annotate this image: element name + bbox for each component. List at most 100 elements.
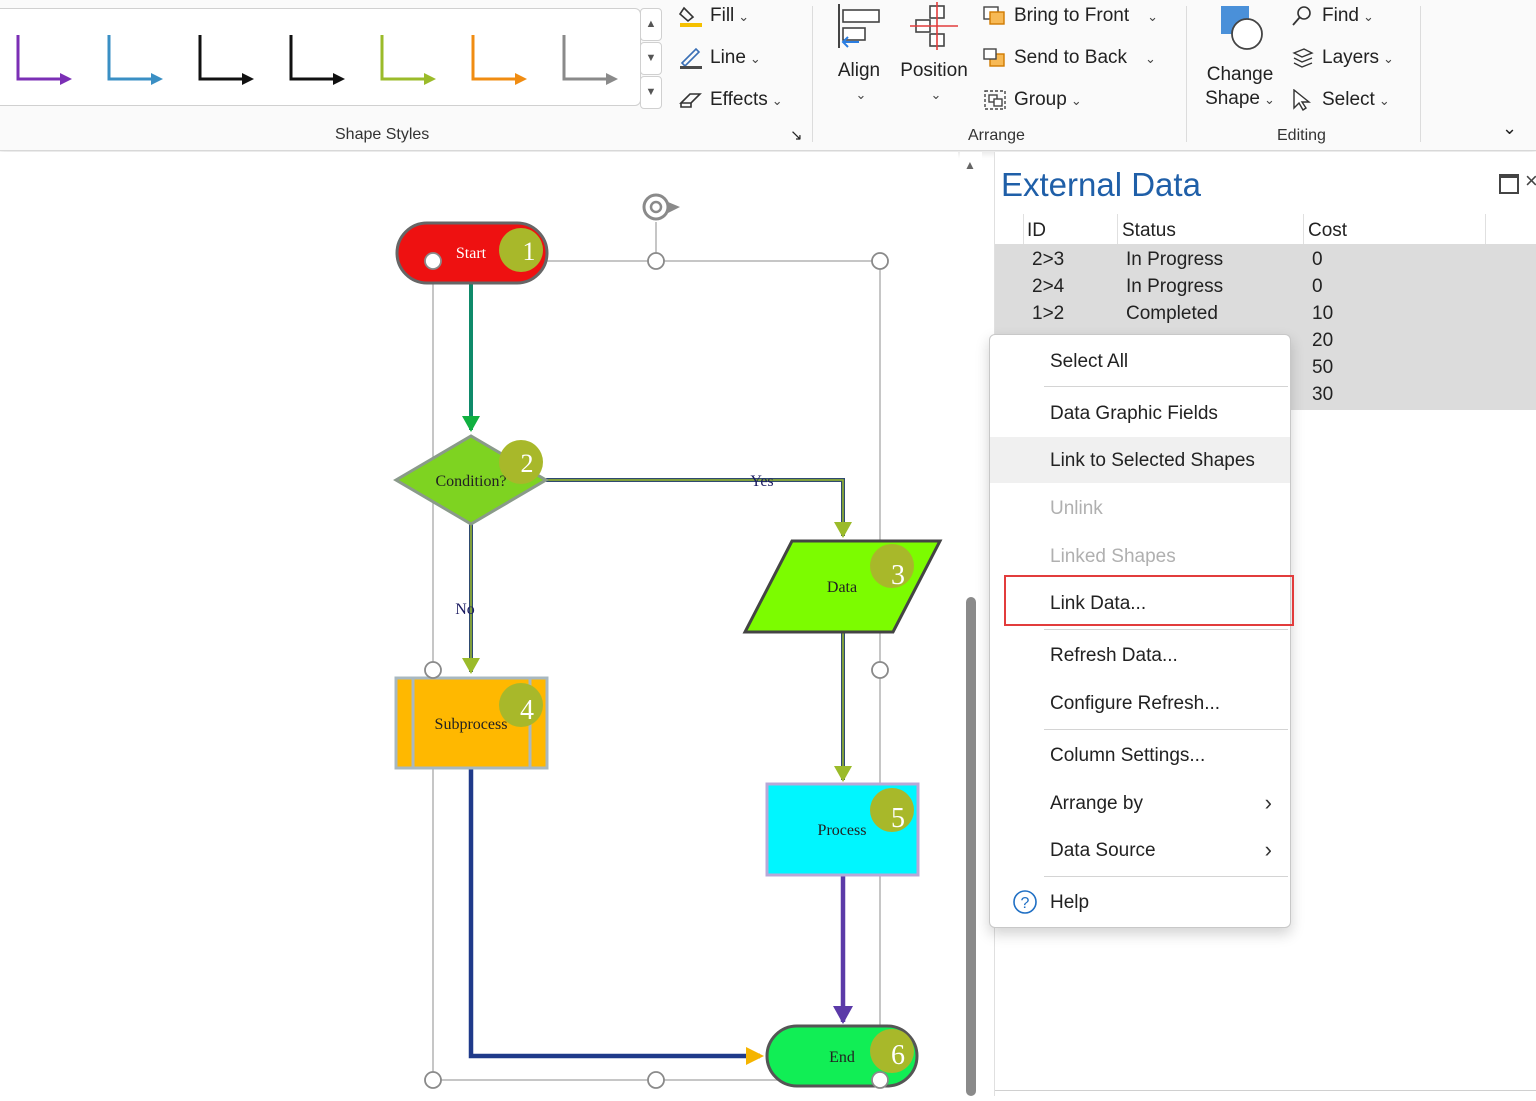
resize-handle[interactable] xyxy=(871,661,889,679)
table-row[interactable]: 30 xyxy=(995,381,1536,408)
menu-item-link-to-selected-shapes[interactable]: Link to Selected Shapes xyxy=(990,437,1290,483)
scrollbar-thumb[interactable] xyxy=(966,597,976,1096)
menu-item-label: Configure Refresh... xyxy=(1050,693,1221,714)
editing-group-label: Editing xyxy=(1277,127,1326,144)
menu-item-label: Help xyxy=(1050,892,1090,913)
arrange-group-label: Arrange xyxy=(968,127,1025,144)
group-button[interactable]: Group⌄ xyxy=(982,88,1082,113)
change-shape-button[interactable]: Change Shape⌄ xyxy=(1202,2,1278,112)
connector-style-swatch[interactable] xyxy=(562,35,618,85)
menu-item-refresh-data[interactable]: Refresh Data... xyxy=(990,633,1290,677)
data-shape[interactable]: Data 3 xyxy=(742,539,943,634)
table-row[interactable]: 2>4 In Progress 0 xyxy=(995,273,1536,300)
bring-to-front-label: Bring to Front xyxy=(1014,5,1130,26)
gallery-more-icon[interactable]: ▼ xyxy=(640,76,662,109)
bring-to-front-button[interactable]: Bring to Front⌄ xyxy=(982,4,1158,29)
menu-item-link-data[interactable]: Link Data... xyxy=(990,581,1290,625)
subprocess-label: Subprocess xyxy=(435,716,508,733)
collapse-ribbon-icon[interactable]: ⌄ xyxy=(1502,118,1518,138)
data-grid-header: ID Status Cost xyxy=(995,214,1536,245)
fill-button[interactable]: Fill⌄ xyxy=(678,4,749,29)
restore-window-icon[interactable] xyxy=(1499,174,1519,194)
start-badge: 1 xyxy=(523,237,536,266)
gallery-scroll-down-icon[interactable]: ▼ xyxy=(640,42,662,75)
help-icon: ? xyxy=(1013,890,1037,914)
start-shape[interactable]: Start 1 xyxy=(395,221,549,285)
menu-item-arrange-by[interactable]: Arrange by› xyxy=(990,781,1290,825)
table-row[interactable]: 20 xyxy=(995,327,1536,354)
cell-status: In Progress xyxy=(1126,249,1224,270)
resize-handle[interactable] xyxy=(647,252,665,270)
menu-item-column-settings[interactable]: Column Settings... xyxy=(990,733,1290,777)
align-button[interactable]: Align ⌄ xyxy=(834,2,884,107)
subprocess-shape[interactable]: Subprocess 4 xyxy=(394,676,549,770)
menu-item-configure-refresh[interactable]: Configure Refresh... xyxy=(990,681,1290,725)
change-shape-label-1: Change xyxy=(1206,64,1274,85)
connector-style-swatch[interactable] xyxy=(380,35,436,85)
close-icon[interactable]: × xyxy=(1525,168,1536,193)
data-graphic-badge xyxy=(870,1029,914,1073)
resize-handle[interactable] xyxy=(424,661,442,679)
send-to-back-icon xyxy=(983,48,1005,67)
arrowhead-icon xyxy=(462,416,480,432)
resize-handle[interactable] xyxy=(424,252,442,270)
end-badge: 6 xyxy=(891,1040,905,1071)
menu-separator xyxy=(1044,386,1288,387)
table-row[interactable]: 1>2 Completed 10 xyxy=(995,300,1536,327)
table-row[interactable]: 50 xyxy=(995,354,1536,381)
menu-item-select-all[interactable]: Select All xyxy=(990,339,1290,383)
send-to-back-button[interactable]: Send to Back⌄ xyxy=(982,46,1156,71)
end-shape[interactable]: End 6 xyxy=(765,1024,919,1088)
arrowhead-icon xyxy=(462,658,480,674)
cell-cost: 0 xyxy=(1312,249,1323,270)
line-button[interactable]: Line⌄ xyxy=(678,46,761,71)
column-header-cost[interactable]: Cost xyxy=(1308,220,1348,241)
column-header-id[interactable]: ID xyxy=(1027,220,1046,241)
select-button[interactable]: Select⌄ xyxy=(1290,88,1390,113)
connector-subprocess-end[interactable] xyxy=(468,768,760,1059)
connector-yes[interactable] xyxy=(546,478,845,536)
context-menu: Select All Data Graphic Fields Link to S… xyxy=(989,334,1291,928)
vertical-scrollbar[interactable]: ▲ xyxy=(960,152,982,1096)
ribbon: ▲ ▼ ▼ Fill⌄ Line⌄ Effects⌄ Shape Styles … xyxy=(0,0,1536,151)
gallery-scroll-up-icon[interactable]: ▲ xyxy=(640,8,662,41)
connector-style-swatch[interactable] xyxy=(289,35,345,85)
position-button[interactable]: Position ⌄ xyxy=(898,2,970,107)
chevron-down-icon: ⌄ xyxy=(738,9,750,24)
menu-item-unlink: Unlink xyxy=(990,486,1290,530)
resize-handle[interactable] xyxy=(871,252,889,270)
arrowhead-icon xyxy=(833,1006,853,1024)
connector-style-swatch[interactable] xyxy=(107,35,163,85)
effects-button[interactable]: Effects⌄ xyxy=(678,88,783,113)
bring-to-front-icon xyxy=(983,6,1005,25)
menu-item-data-graphic-fields[interactable]: Data Graphic Fields xyxy=(990,391,1290,435)
table-row[interactable]: 2>3 In Progress 0 xyxy=(995,246,1536,273)
chevron-down-icon: ⌄ xyxy=(1362,9,1374,24)
dialog-launcher-icon[interactable]: ↘ xyxy=(790,127,803,144)
rotate-handle-icon[interactable] xyxy=(642,193,680,221)
flowchart-diagram: Yes No Start 1 Condition? 2 Data 3 xyxy=(393,193,943,1089)
menu-item-data-source[interactable]: Data Source› xyxy=(990,828,1290,872)
scroll-up-icon[interactable]: ▲ xyxy=(964,158,976,172)
process-shape[interactable]: Process 5 xyxy=(765,782,920,877)
column-header-status[interactable]: Status xyxy=(1122,220,1176,241)
connector-style-swatch[interactable] xyxy=(198,35,254,85)
resize-handle[interactable] xyxy=(871,1071,889,1089)
effects-icon xyxy=(679,93,702,108)
cell-id: 2>4 xyxy=(1032,276,1065,297)
drawing-canvas[interactable]: Yes No Start 1 Condition? 2 Data 3 xyxy=(0,152,958,1096)
condition-shape[interactable]: Condition? 2 xyxy=(393,434,549,526)
find-label: Find xyxy=(1322,5,1359,26)
find-button[interactable]: Find⌄ xyxy=(1290,4,1374,29)
arrowhead-icon xyxy=(834,522,852,538)
connector-style-swatch[interactable] xyxy=(16,35,72,85)
layers-button[interactable]: Layers⌄ xyxy=(1290,46,1394,71)
resize-handle[interactable] xyxy=(647,1071,665,1089)
data-graphic-badge xyxy=(870,544,914,588)
menu-item-help[interactable]: ? Help xyxy=(990,880,1290,924)
resize-handle[interactable] xyxy=(424,1071,442,1089)
connector-style-swatch[interactable] xyxy=(471,35,527,85)
change-shape-label-2: Shape⌄ xyxy=(1202,87,1278,112)
data-graphic-badge xyxy=(499,228,543,272)
align-icon xyxy=(838,4,880,48)
